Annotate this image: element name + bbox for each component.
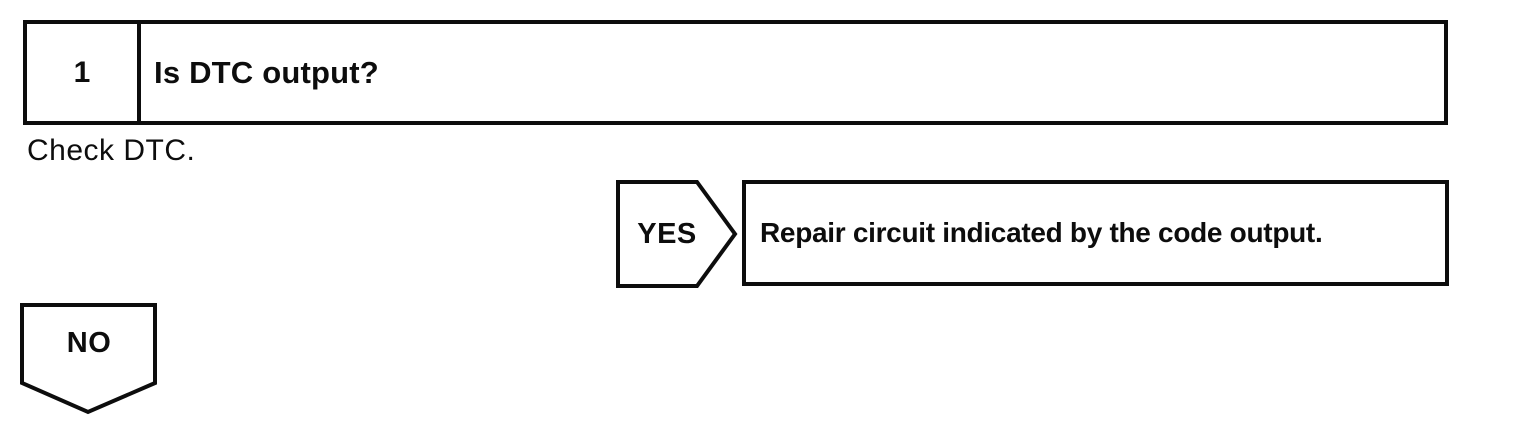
- yes-result-text: Repair circuit indicated by the code out…: [760, 217, 1323, 248]
- no-pentagon-outline-icon: [20, 303, 157, 415]
- instruction-text: Check DTC.: [27, 134, 196, 167]
- yes-result-box: Repair circuit indicated by the code out…: [742, 180, 1449, 286]
- no-branch-pentagon: NO: [18, 301, 160, 417]
- no-label: NO: [66, 327, 112, 359]
- yes-branch-pentagon: YES: [614, 178, 742, 290]
- step-question: Is DTC output?: [154, 54, 379, 90]
- yes-label: YES: [637, 217, 697, 250]
- step-header-box: 1 Is DTC output?: [23, 20, 1448, 125]
- step-number: 1: [27, 24, 141, 121]
- yes-pentagon-outline-icon: [616, 180, 738, 288]
